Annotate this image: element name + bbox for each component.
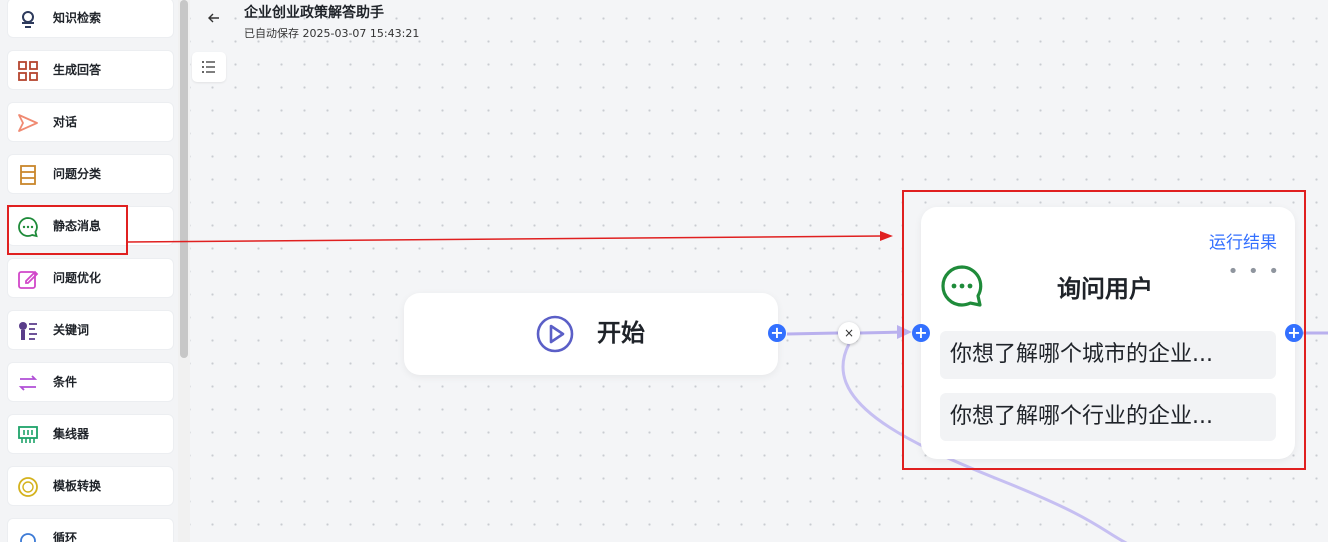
palette-item-loop[interactable]: 循环 bbox=[7, 518, 174, 542]
list-button[interactable] bbox=[192, 52, 226, 82]
palette-item-label: 集线器 bbox=[53, 427, 90, 441]
palette-scrollbar-thumb[interactable] bbox=[180, 0, 188, 358]
palette-item-label: 条件 bbox=[53, 375, 78, 389]
palette-item-label: 静态消息 bbox=[53, 219, 102, 233]
list-icon bbox=[202, 61, 215, 73]
ask-user-node[interactable]: 运行结果 询问用户 • • • 你想了解哪个城市的企业... 你想了解哪个行业的… bbox=[921, 207, 1295, 459]
question-item[interactable]: 你想了解哪个行业的企业... bbox=[940, 393, 1276, 441]
palette-item-label: 问题优化 bbox=[53, 271, 102, 285]
run-result-link[interactable]: 运行结果 bbox=[1209, 233, 1277, 253]
start-node-label: 开始 bbox=[597, 319, 645, 347]
palette-item-label: 知识检索 bbox=[53, 11, 102, 25]
palette-item-label: 循环 bbox=[53, 531, 78, 542]
palette-item-label: 问题分类 bbox=[53, 167, 102, 181]
more-options-button[interactable]: • • • bbox=[1227, 261, 1281, 282]
keyword-icon bbox=[16, 319, 40, 343]
palette-item-label: 生成回答 bbox=[53, 63, 102, 77]
palette-item-question-optimize[interactable]: 问题优化 bbox=[7, 258, 174, 298]
back-button[interactable] bbox=[206, 10, 222, 26]
question-optimize-icon bbox=[16, 267, 40, 291]
ask-output-port[interactable]: + bbox=[1285, 324, 1303, 342]
question-classify-icon bbox=[16, 163, 40, 187]
delete-edge-button[interactable]: × bbox=[838, 322, 860, 344]
hub-icon bbox=[16, 423, 40, 447]
ask-node-title: 询问用户 bbox=[1057, 275, 1153, 303]
template-convert-icon bbox=[16, 475, 40, 499]
start-output-port[interactable]: + bbox=[768, 324, 786, 342]
play-circle-icon bbox=[535, 314, 575, 354]
knowledge-search-icon bbox=[16, 7, 40, 31]
palette-item-condition[interactable]: 条件 bbox=[7, 362, 174, 402]
workflow-title: 企业创业政策解答助手 bbox=[244, 5, 384, 21]
node-palette: 知识检索 生成回答 对话 问题分类 静态消息 问题优化 关键词 bbox=[0, 0, 179, 542]
question-item[interactable]: 你想了解哪个城市的企业... bbox=[940, 331, 1276, 379]
static-message-icon bbox=[16, 215, 40, 239]
loop-icon bbox=[16, 527, 40, 542]
palette-item-label: 对话 bbox=[53, 115, 78, 129]
arrow-left-icon bbox=[208, 13, 219, 23]
palette-item-label: 关键词 bbox=[53, 323, 90, 337]
condition-icon bbox=[16, 371, 40, 395]
ask-input-port[interactable]: + bbox=[912, 324, 930, 342]
start-node[interactable]: 开始 bbox=[404, 293, 778, 375]
palette-item-static-message[interactable]: 静态消息 bbox=[7, 206, 174, 246]
palette-item-hub[interactable]: 集线器 bbox=[7, 414, 174, 454]
palette-item-question-classify[interactable]: 问题分类 bbox=[7, 154, 174, 194]
palette-item-dialog[interactable]: 对话 bbox=[7, 102, 174, 142]
autosave-status: 已自动保存 2025-03-07 15:43:21 bbox=[244, 27, 420, 40]
palette-item-label: 模板转换 bbox=[53, 479, 102, 493]
palette-item-keyword[interactable]: 关键词 bbox=[7, 310, 174, 350]
dialog-send-icon bbox=[16, 111, 40, 135]
palette-item-template-convert[interactable]: 模板转换 bbox=[7, 466, 174, 506]
palette-item-knowledge-search[interactable]: 知识检索 bbox=[7, 0, 174, 38]
generate-answer-icon bbox=[16, 59, 40, 83]
chat-bubble-icon bbox=[939, 263, 985, 309]
palette-item-generate-answer[interactable]: 生成回答 bbox=[7, 50, 174, 90]
